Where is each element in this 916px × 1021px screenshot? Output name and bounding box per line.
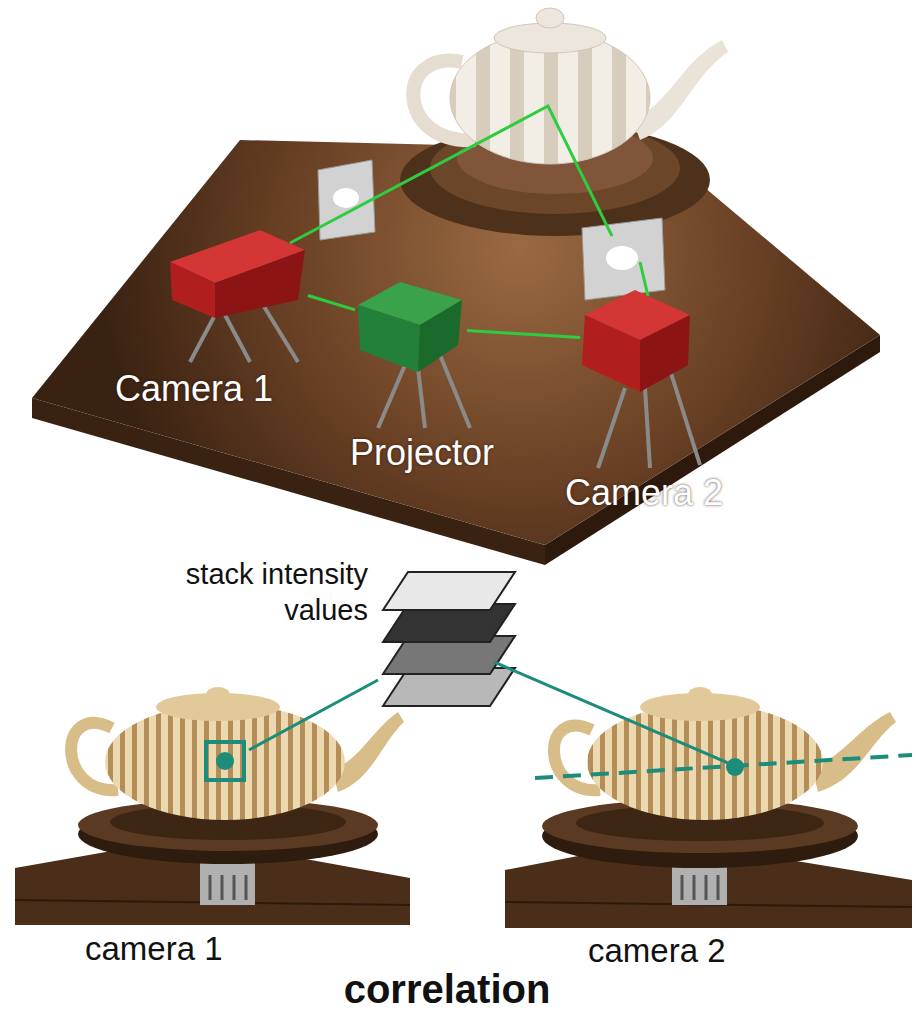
camera-box (582, 315, 640, 392)
panel-teapot (333, 188, 359, 208)
light-ray-connector (467, 330, 580, 337)
image-panel (582, 218, 665, 300)
device-node: Camera 2 (580, 288, 692, 394)
projector-box (358, 305, 420, 372)
camera-box (215, 250, 305, 318)
image-label: camera 1 (85, 930, 223, 968)
panel-teapot (606, 246, 638, 270)
projector-box (418, 300, 462, 372)
projector-label: Projector (350, 432, 494, 473)
leader-line (494, 662, 728, 763)
caption: correlation (0, 966, 894, 1012)
light-ray-connector (308, 295, 355, 309)
camera-label: Camera 2 (565, 472, 723, 513)
device-node: Camera 1 (168, 228, 308, 320)
match-dot (726, 758, 744, 776)
camera-label: Camera 1 (115, 368, 273, 409)
image-stack (383, 572, 515, 706)
device-node: Projector (355, 280, 467, 374)
image-panel (318, 160, 375, 240)
stack-label: stack intensity values (118, 556, 368, 628)
camera-box (640, 315, 690, 392)
image-label: camera 2 (588, 932, 726, 970)
teapot-knob (536, 8, 564, 28)
leader-line (249, 680, 378, 750)
pixel-dot (216, 752, 234, 770)
camera-2-image (505, 687, 912, 928)
epipolar-line (535, 755, 912, 778)
connector-line (308, 295, 355, 309)
patch-window (206, 742, 244, 780)
camera-box (170, 262, 215, 318)
connector-line (467, 330, 580, 337)
light-ray (290, 106, 648, 296)
camera-1-image (15, 687, 410, 925)
